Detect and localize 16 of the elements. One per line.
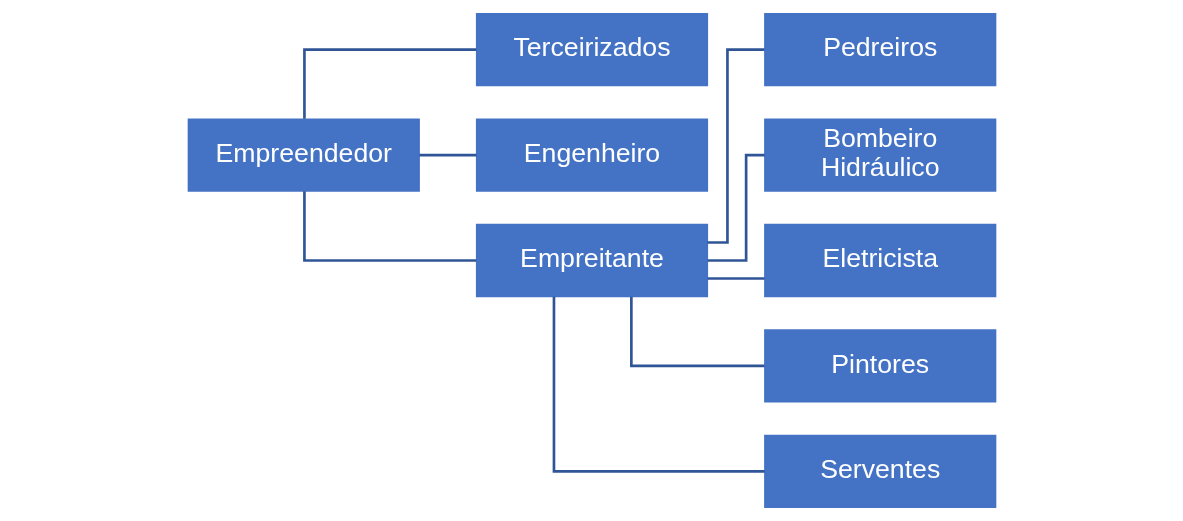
connector <box>552 296 765 473</box>
connector <box>707 277 765 280</box>
connector <box>302 191 476 262</box>
node-box: Engenheiro <box>475 118 708 192</box>
node-box: Empreendedor <box>187 118 420 192</box>
connector <box>629 296 765 368</box>
node-box: Empreitante <box>475 223 708 298</box>
node-box: Serventes <box>763 434 996 509</box>
node-box: Terceirizados <box>475 12 708 87</box>
node-box: Eletricista <box>763 223 996 298</box>
connector <box>706 48 764 244</box>
node-box: Pintores <box>763 329 996 403</box>
connector <box>302 48 476 119</box>
connector <box>418 153 476 157</box>
node-box: Bombeiro Hidráulico <box>763 118 996 192</box>
node-box: Pedreiros <box>763 12 996 87</box>
